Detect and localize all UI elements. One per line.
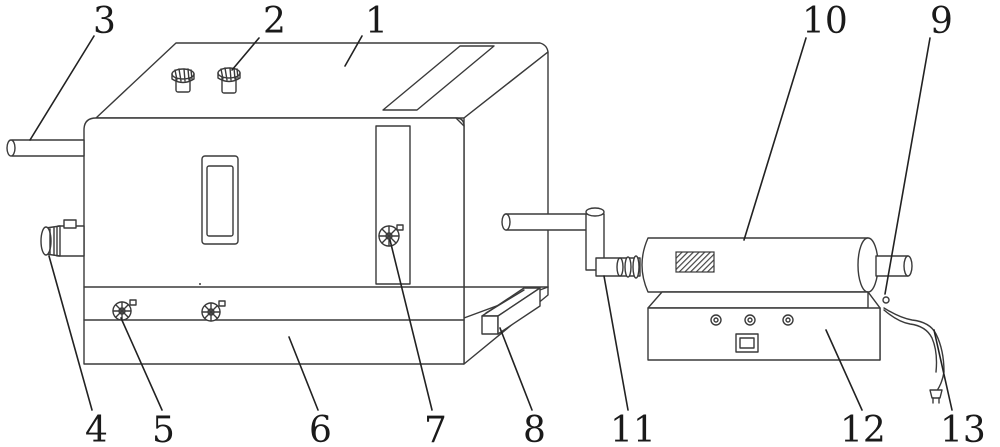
label-7: 7 bbox=[424, 410, 447, 447]
outlet-nozzle bbox=[875, 255, 913, 277]
leader-lines bbox=[29, 35, 953, 411]
leader-12 bbox=[825, 329, 863, 411]
top-panel bbox=[382, 45, 495, 111]
motor bbox=[40, 219, 85, 257]
cylinder-tube bbox=[641, 237, 879, 293]
side-door-strip bbox=[375, 125, 411, 285]
knob-right bbox=[217, 67, 241, 94]
label-11: 11 bbox=[610, 410, 656, 447]
cabinet-body bbox=[83, 42, 549, 365]
valve-wheel-door bbox=[378, 224, 404, 247]
hatched-label-plate bbox=[675, 251, 715, 273]
inlet-pipe bbox=[6, 139, 85, 157]
leader-3 bbox=[29, 35, 95, 141]
label-5: 5 bbox=[152, 410, 175, 447]
connecting-pipe bbox=[501, 207, 641, 279]
leader-13 bbox=[933, 329, 953, 411]
label-1: 1 bbox=[365, 1, 388, 42]
drawer-handle bbox=[481, 287, 541, 335]
leader-5 bbox=[120, 317, 163, 411]
label-2: 2 bbox=[263, 1, 286, 42]
label-3: 3 bbox=[93, 1, 116, 42]
leader-6 bbox=[288, 336, 319, 411]
cabinet-front-face bbox=[83, 117, 465, 365]
leader-7 bbox=[389, 239, 433, 411]
leader-4 bbox=[48, 255, 93, 411]
label-8: 8 bbox=[523, 410, 546, 447]
base-front bbox=[647, 307, 881, 361]
viewing-window-inner bbox=[206, 165, 234, 237]
label-6: 6 bbox=[309, 410, 332, 447]
base-box bbox=[647, 291, 881, 361]
valve-wheel-right bbox=[201, 300, 226, 322]
power-cord bbox=[882, 296, 945, 404]
label-13: 13 bbox=[940, 410, 986, 447]
label-9: 9 bbox=[930, 1, 953, 42]
knob-left bbox=[171, 68, 195, 93]
leader-11 bbox=[603, 275, 629, 411]
leader-2 bbox=[231, 37, 260, 71]
leader-1 bbox=[344, 35, 363, 67]
label-12: 12 bbox=[840, 410, 886, 447]
label-4: 4 bbox=[85, 410, 108, 447]
part-labels: 1 2 3 4 5 6 7 8 9 10 11 12 13 bbox=[85, 1, 986, 447]
leader-9 bbox=[884, 37, 931, 295]
label-10: 10 bbox=[802, 1, 848, 42]
leader-10 bbox=[743, 37, 807, 241]
leader-8 bbox=[499, 327, 533, 411]
